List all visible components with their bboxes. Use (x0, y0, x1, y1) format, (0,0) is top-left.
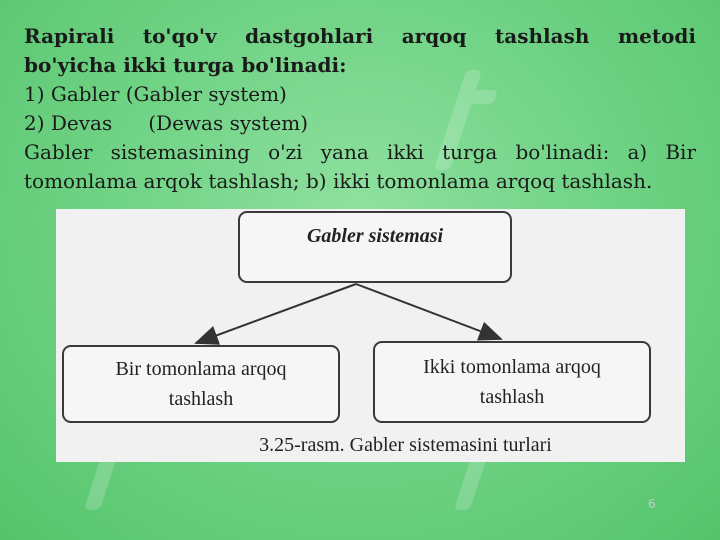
diagram-right-label-2: tashlash (479, 386, 545, 408)
list-item-devas-system: (Dewas system) (148, 111, 309, 135)
figure-caption: 3.25-rasm. Gabler sistemasini turlari (259, 434, 552, 456)
heading-line-1: Rapirali to'qo'v dastgohlari arqoq tashl… (24, 24, 696, 48)
list-item-devas-name: 2) Devas (24, 111, 113, 135)
slide-text: Rapirali to'qo'v dastgohlari arqoq tashl… (24, 22, 696, 196)
heading-line-2: bo'yicha ikki turga bo'linadi: (24, 53, 347, 77)
list-item-gabler: 1) Gabler (Gabler system) (24, 82, 287, 106)
diagram-root-label: Gabler sistemasi (306, 225, 444, 247)
list-item-devas: 2) Devas (Dewas system) (24, 109, 696, 138)
diagram-left-label-1: Bir tomonlama arqoq (115, 358, 287, 380)
diagram-left-label-2: tashlash (168, 388, 234, 410)
page-number: 6 (648, 497, 656, 511)
diagram-right-label-1: Ikki tomonlama arqoq (423, 356, 601, 378)
diagram-right-box: Ikki tomonlama arqoq tashlash (373, 341, 651, 423)
diagram-connectors (194, 283, 503, 345)
body-paragraph: Gabler sistemasining o'zi yana ikki turg… (24, 140, 696, 193)
connector-right-arrow (355, 283, 503, 341)
diagram-root-box: Gabler sistemasi (238, 211, 512, 283)
diagram-figure: Gabler sistemasi Bir tomonlama arqoq tas… (56, 209, 685, 462)
diagram-left-box: Bir tomonlama arqoq tashlash (62, 345, 340, 423)
connector-left-arrow (194, 283, 357, 345)
